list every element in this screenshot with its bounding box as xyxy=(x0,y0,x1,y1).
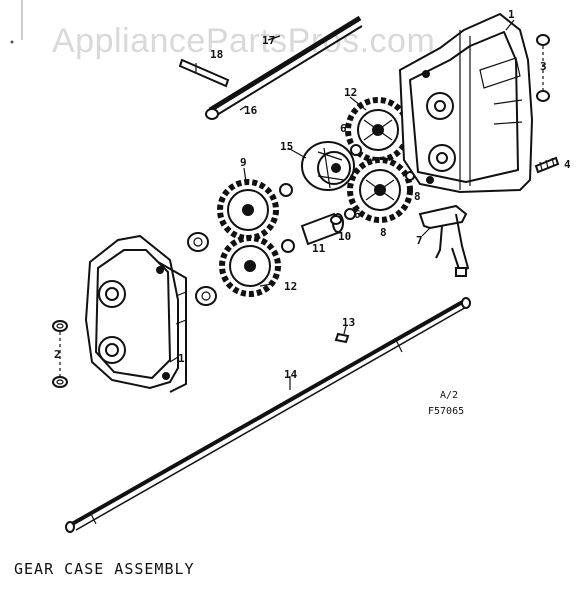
callout-16: 16 xyxy=(244,104,258,117)
callout-6-lower: 6 xyxy=(354,208,361,221)
gear-part-9 xyxy=(217,179,279,241)
callout-12-lower: 12 xyxy=(284,280,297,293)
bushings xyxy=(187,232,217,306)
gear-part-12-lower xyxy=(219,235,281,297)
drawing-ref-line2: F57065 xyxy=(428,406,464,417)
spacer-washers xyxy=(279,183,295,253)
shaft-part-16 xyxy=(205,15,363,120)
callout-18: 18 xyxy=(210,48,223,61)
callout-3: 3 xyxy=(540,60,547,73)
diagram-caption: GEAR CASE ASSEMBLY xyxy=(14,560,195,578)
callout-1-left: 1 xyxy=(178,352,185,365)
callout-1-top: 1 xyxy=(508,8,515,21)
callout-7: 7 xyxy=(416,234,423,247)
screw-part-4 xyxy=(534,156,560,174)
callout-8-right: 8 xyxy=(414,190,421,203)
watermark-text: AppliancePartsPros.com xyxy=(52,22,435,60)
washers-part-2 xyxy=(52,320,68,388)
leader-lines xyxy=(169,19,515,390)
washers-part-3 xyxy=(536,34,550,102)
callout-14: 14 xyxy=(284,368,298,381)
key-part-18 xyxy=(178,58,230,88)
callout-10: 10 xyxy=(338,230,351,243)
leader-17 xyxy=(267,35,281,41)
small-parts-10 xyxy=(330,208,356,225)
callout-12-upper: 12 xyxy=(344,86,357,99)
callout-6-upper: 6 xyxy=(340,122,347,135)
callout-labels: 1 1 2 3 4 6 6 7 8 8 9 10 11 12 12 13 14 … xyxy=(54,8,571,381)
gear-part-8 xyxy=(347,157,413,223)
margin-dot xyxy=(10,40,14,44)
callout-13: 13 xyxy=(342,316,355,329)
callout-8-lower: 8 xyxy=(380,226,387,239)
lever-bracket-part-7 xyxy=(418,204,469,277)
callout-11: 11 xyxy=(312,242,326,255)
left-gear-case-housing xyxy=(84,234,187,393)
drawing-ref-line1: A/2 xyxy=(440,390,458,401)
right-gear-case-housing xyxy=(398,12,534,194)
callout-2: 2 xyxy=(54,348,61,361)
callout-4: 4 xyxy=(564,158,571,171)
callout-9: 9 xyxy=(240,156,247,169)
clip-part-13 xyxy=(334,332,350,344)
callout-15: 15 xyxy=(280,140,293,153)
cam-hub-part-15 xyxy=(301,141,355,191)
callout-17: 17 xyxy=(262,34,275,47)
rod-part-14 xyxy=(65,297,471,533)
